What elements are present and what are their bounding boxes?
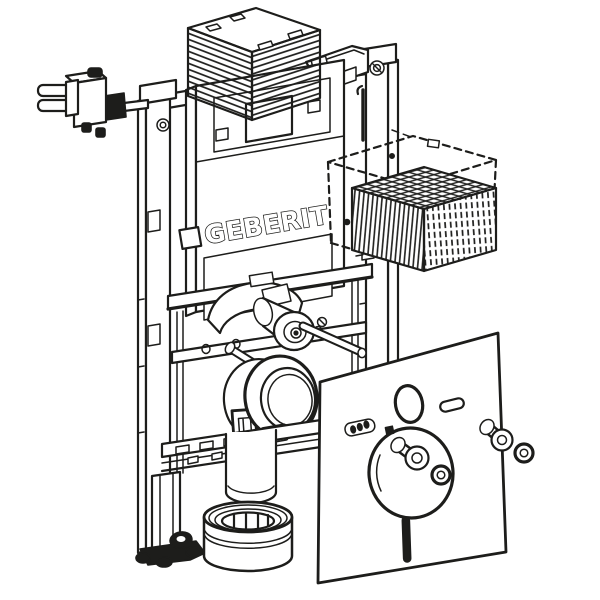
sound-insulation-mat (316, 331, 535, 585)
box-stud (343, 218, 351, 226)
washer (513, 442, 535, 464)
cover-tab (229, 13, 246, 22)
left-rail-top-cap (138, 78, 178, 106)
cover-tab (287, 29, 304, 40)
fixing-bolt (390, 436, 430, 471)
flush-pipe-hole (393, 384, 425, 424)
floor-foot (135, 470, 206, 568)
left-rail-side-face (136, 97, 148, 555)
panel-clip (215, 127, 229, 142)
mat-marking (344, 418, 376, 437)
bend-clamp (248, 271, 275, 288)
panel-clip (307, 99, 321, 114)
rail-screw (369, 60, 385, 76)
anchor-screw (95, 127, 106, 138)
anchor-clamp (103, 92, 127, 121)
washer (430, 464, 452, 486)
geberit-logo-square (178, 225, 203, 251)
anchor-screw (81, 122, 92, 133)
rail-slot (147, 323, 161, 347)
sleeve-opening (220, 511, 276, 531)
cover-tab (257, 40, 274, 51)
mat-slot (439, 397, 465, 413)
pin-hook (356, 84, 364, 96)
pipe-connector-sleeve (202, 500, 294, 573)
cover-tab (205, 23, 222, 32)
corrugated-protective-cover (186, 6, 322, 122)
cistern-side-face (184, 84, 198, 318)
outlet-hole (367, 426, 455, 520)
anchor-cap (87, 67, 103, 78)
fixing-rod (298, 321, 367, 359)
wall-anchor-bracket (36, 67, 150, 138)
outlet-pipe (224, 428, 278, 505)
rail-slot (147, 209, 161, 233)
fixing-bolt (479, 418, 514, 452)
protection-box (343, 165, 498, 273)
mat-bottom-slot (401, 516, 412, 563)
rail-screw (156, 118, 170, 132)
water-supply-valve (252, 283, 316, 352)
